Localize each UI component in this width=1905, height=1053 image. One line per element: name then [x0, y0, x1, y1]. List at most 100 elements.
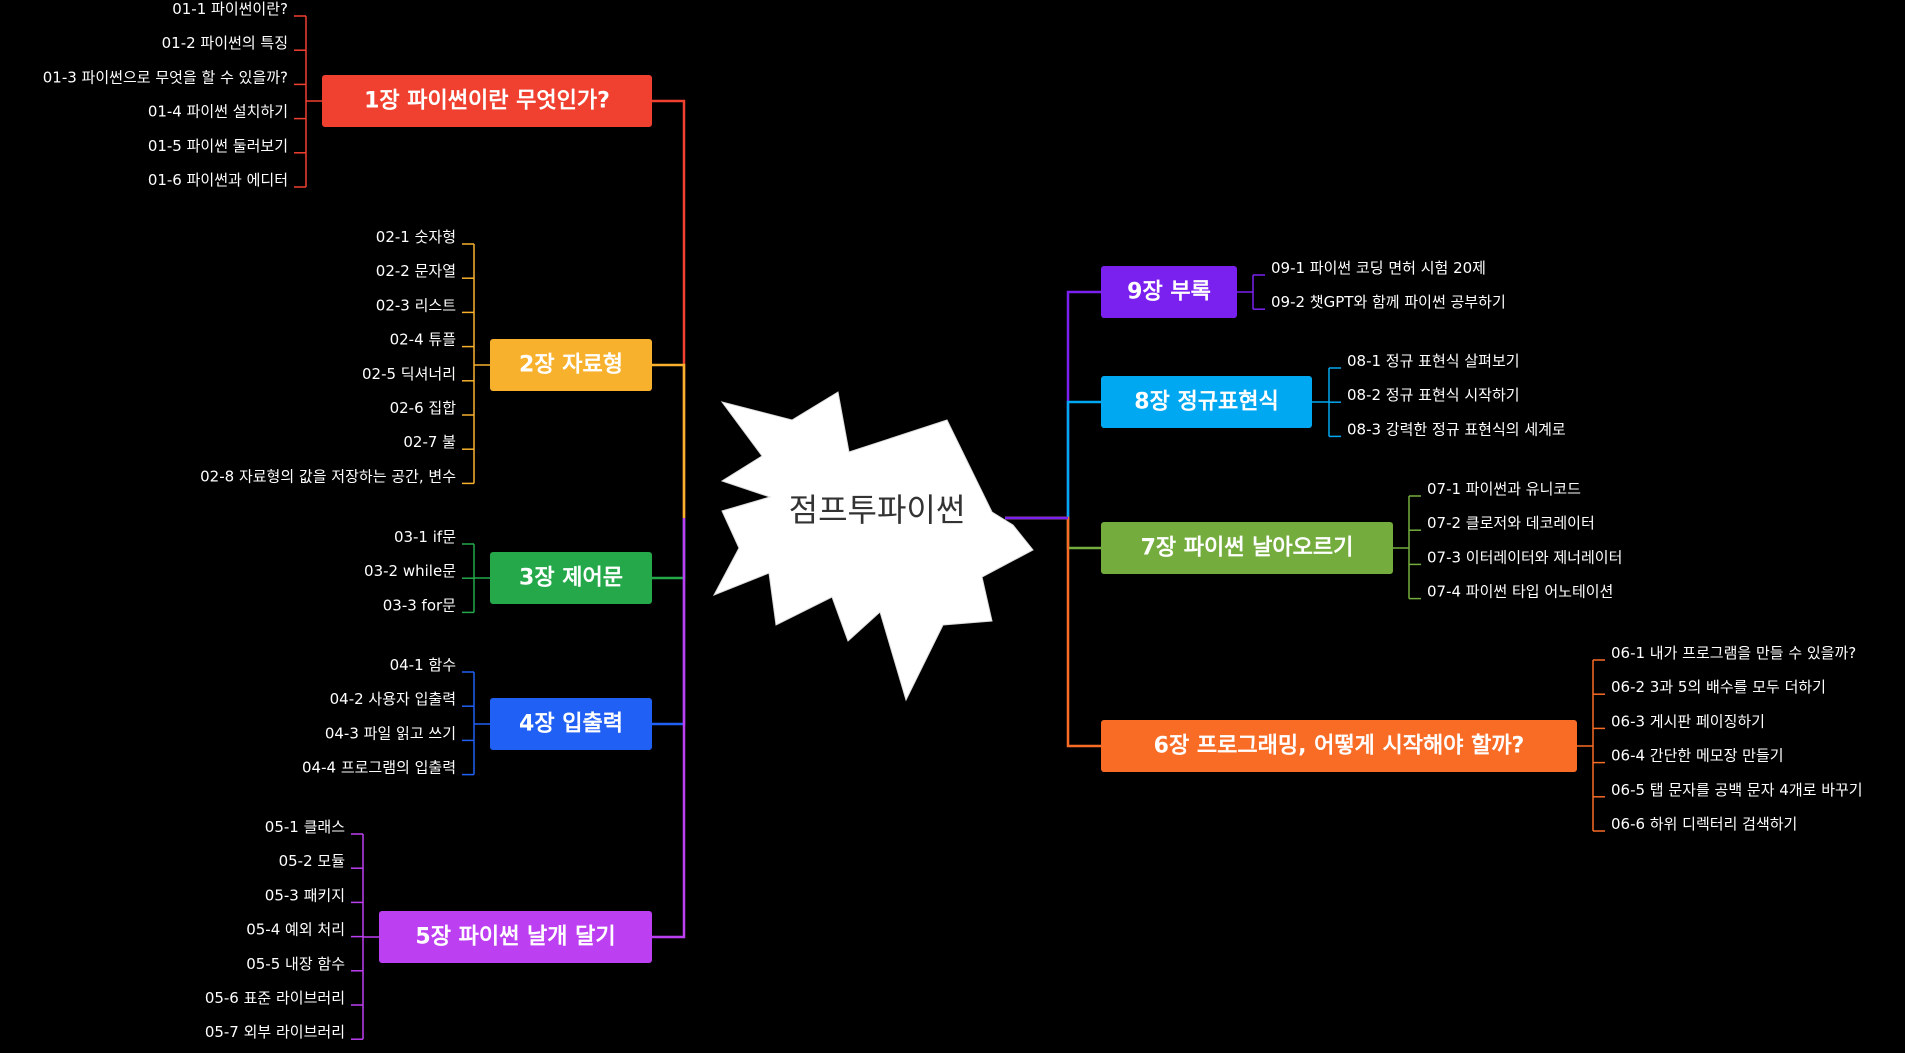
chapter-label: 7장 파이썬 날아오르기	[1141, 536, 1354, 561]
subtopic-item[interactable]: 06-4 간단한 메모장 만들기	[1593, 747, 1784, 765]
subtopic-label: 03-2 while문	[364, 562, 456, 580]
subtopic-item[interactable]: 05-4 예외 처리	[246, 921, 363, 939]
chapter-label: 2장 자료형	[519, 353, 623, 378]
subtopic-label: 02-4 튜플	[390, 331, 456, 349]
chapter-box	[1101, 266, 1237, 318]
subtopic-item[interactable]: 01-6 파이썬과 에디터	[148, 171, 306, 189]
subtopic-label: 06-5 탭 문자를 공백 문자 4개로 바꾸기	[1611, 781, 1863, 799]
subtopic-label: 09-2 챗GPT와 함께 파이썬 공부하기	[1271, 293, 1506, 311]
branch-line	[1005, 400, 1101, 520]
subtopic-label: 08-2 정규 표현식 시작하기	[1347, 386, 1520, 404]
subtopic-item[interactable]: 04-4 프로그램의 입출력	[302, 759, 474, 777]
subtopic-item[interactable]: 02-1 숫자형	[376, 228, 474, 246]
subtopic-item[interactable]: 01-3 파이썬으로 무엇을 할 수 있을까?	[43, 68, 306, 86]
subtopic-item[interactable]: 07-1 파이썬과 유니코드	[1409, 480, 1581, 498]
subtopic-label: 08-3 강력한 정규 표현식의 세계로	[1347, 420, 1566, 438]
subtopic-label: 06-3 게시판 페이징하기	[1611, 712, 1765, 730]
subtopic-item[interactable]: 04-2 사용자 입출력	[330, 690, 474, 708]
subtopic-label: 05-6 표준 라이브러리	[205, 989, 345, 1007]
subtopic-item[interactable]: 08-3 강력한 정규 표현식의 세계로	[1329, 420, 1566, 438]
subtopic-item[interactable]: 01-2 파이썬의 특징	[162, 34, 306, 52]
subtopic-label: 09-1 파이썬 코딩 면허 시험 20제	[1271, 259, 1486, 277]
subtopic-label: 01-5 파이썬 둘러보기	[148, 137, 288, 155]
subtopic-item[interactable]: 02-2 문자열	[376, 262, 474, 280]
chapter-box	[1101, 720, 1577, 772]
subtopic-item[interactable]: 02-3 리스트	[376, 296, 474, 314]
chapter-node[interactable]: 1장 파이썬이란 무엇인가?	[305, 16, 652, 187]
subtopic-item[interactable]: 08-2 정규 표현식 시작하기	[1329, 386, 1520, 404]
chapter-node[interactable]: 6장 프로그래밍, 어떻게 시작해야 할까?	[1101, 660, 1594, 831]
branch-line	[1005, 290, 1101, 520]
subtopic-item[interactable]: 04-1 함수	[390, 656, 474, 674]
subtopic-item[interactable]: 06-2 3과 5의 배수를 모두 더하기	[1593, 678, 1826, 696]
chapter-node[interactable]: 3장 제어문	[473, 544, 652, 613]
chapter-box	[490, 339, 652, 391]
subtopic-label: 02-6 집합	[390, 399, 457, 417]
subtopic-label: 04-1 함수	[390, 656, 456, 674]
subtopic-item[interactable]: 08-1 정규 표현식 살펴보기	[1329, 352, 1520, 370]
branch-line	[652, 518, 686, 580]
subtopic-item[interactable]: 09-2 챗GPT와 함께 파이썬 공부하기	[1253, 293, 1506, 311]
subtopic-item[interactable]: 05-7 외부 라이브러리	[205, 1023, 363, 1041]
chapter-box	[322, 75, 652, 127]
chapter-label: 3장 제어문	[519, 566, 623, 591]
chapter-label: 9장 부록	[1127, 280, 1211, 305]
chapter-node[interactable]: 9장 부록	[1101, 266, 1254, 318]
subtopic-item[interactable]: 01-4 파이썬 설치하기	[148, 103, 306, 121]
subtopic-item[interactable]: 02-4 튜플	[390, 331, 474, 349]
subtopic-label: 07-2 클로저와 데코레이터	[1427, 514, 1595, 532]
central-topic-label: 점프투파이썬	[789, 491, 966, 529]
subtopic-label: 07-1 파이썬과 유니코드	[1427, 480, 1581, 498]
subtopic-item[interactable]: 02-5 딕셔너리	[362, 365, 474, 383]
chapter-node[interactable]: 4장 입출력	[473, 672, 652, 775]
subtopic-item[interactable]: 05-1 클래스	[265, 818, 363, 836]
subtopic-item[interactable]: 06-6 하위 디렉터리 검색하기	[1593, 815, 1797, 833]
subtopic-label: 04-3 파일 읽고 쓰기	[325, 724, 456, 742]
subtopic-item[interactable]: 01-5 파이썬 둘러보기	[148, 137, 306, 155]
subtopic-item[interactable]: 02-8 자료형의 값을 저장하는 공간, 변수	[200, 467, 474, 485]
subtopic-label: 02-7 불	[403, 433, 456, 451]
chapter-node[interactable]: 2장 자료형	[473, 244, 652, 484]
chapter-node[interactable]: 8장 정규표현식	[1101, 368, 1330, 437]
subtopic-item[interactable]: 07-3 이터레이터와 제너레이터	[1409, 548, 1622, 566]
subtopic-label: 06-4 간단한 메모장 만들기	[1611, 747, 1784, 765]
subtopic-item[interactable]: 05-2 모듈	[279, 852, 363, 870]
subtopic-label: 07-4 파이썬 타입 어노테이션	[1427, 583, 1613, 601]
subtopic-label: 06-6 하위 디렉터리 검색하기	[1611, 815, 1797, 833]
subtopic-item[interactable]: 02-7 불	[403, 433, 474, 451]
subtopic-item[interactable]: 07-4 파이썬 타입 어노테이션	[1409, 583, 1613, 601]
subtopic-label: 02-1 숫자형	[376, 228, 456, 246]
subtopic-item[interactable]: 04-3 파일 읽고 쓰기	[325, 724, 474, 742]
subtopic-item[interactable]: 06-5 탭 문자를 공백 문자 4개로 바꾸기	[1593, 781, 1863, 799]
central-topic[interactable]: 점프투파이썬	[712, 391, 1034, 702]
subtopic-item[interactable]: 06-1 내가 프로그램을 만들 수 있을까?	[1593, 644, 1856, 662]
subtopic-label: 02-8 자료형의 값을 저장하는 공간, 변수	[200, 467, 456, 485]
branch-line	[652, 363, 686, 518]
subtopic-label: 01-3 파이썬으로 무엇을 할 수 있을까?	[43, 68, 288, 86]
connector-lines	[652, 99, 1101, 939]
subtopic-item[interactable]: 03-1 if문	[394, 528, 474, 546]
chapter-label: 1장 파이썬이란 무엇인가?	[364, 89, 610, 114]
subtopic-label: 06-2 3과 5의 배수를 모두 더하기	[1611, 678, 1826, 696]
chapter-node[interactable]: 7장 파이썬 날아오르기	[1101, 496, 1410, 599]
subtopic-label: 06-1 내가 프로그램을 만들 수 있을까?	[1611, 644, 1856, 662]
subtopic-label: 05-3 패키지	[265, 886, 345, 904]
subtopic-item[interactable]: 05-6 표준 라이브러리	[205, 989, 363, 1007]
subtopic-item[interactable]: 03-2 while문	[364, 562, 474, 580]
subtopic-item[interactable]: 09-1 파이썬 코딩 면허 시험 20제	[1253, 259, 1486, 277]
subtopic-item[interactable]: 06-3 게시판 페이징하기	[1593, 712, 1765, 730]
subtopic-label: 01-4 파이썬 설치하기	[148, 103, 288, 121]
chapter-node[interactable]: 5장 파이썬 날개 달기	[362, 834, 652, 1040]
subtopic-item[interactable]: 02-6 집합	[390, 399, 474, 417]
subtopic-item[interactable]: 07-2 클로저와 데코레이터	[1409, 514, 1595, 532]
subtopic-item[interactable]: 05-5 내장 함수	[246, 955, 363, 973]
subtopic-label: 02-5 딕셔너리	[362, 365, 456, 383]
subtopic-label: 02-3 리스트	[376, 296, 456, 314]
burst-shape	[712, 391, 1034, 702]
subtopic-item[interactable]: 03-3 for문	[383, 596, 474, 614]
subtopic-item[interactable]: 05-3 패키지	[265, 886, 363, 904]
subtopic-label: 02-2 문자열	[376, 262, 456, 280]
chapter-branches: 1장 파이썬이란 무엇인가? 01-1 파이썬이란? 01-2 파이썬의 특징 01-…	[43, 0, 1863, 1041]
subtopic-item[interactable]: 01-1 파이썬이란?	[172, 0, 306, 18]
